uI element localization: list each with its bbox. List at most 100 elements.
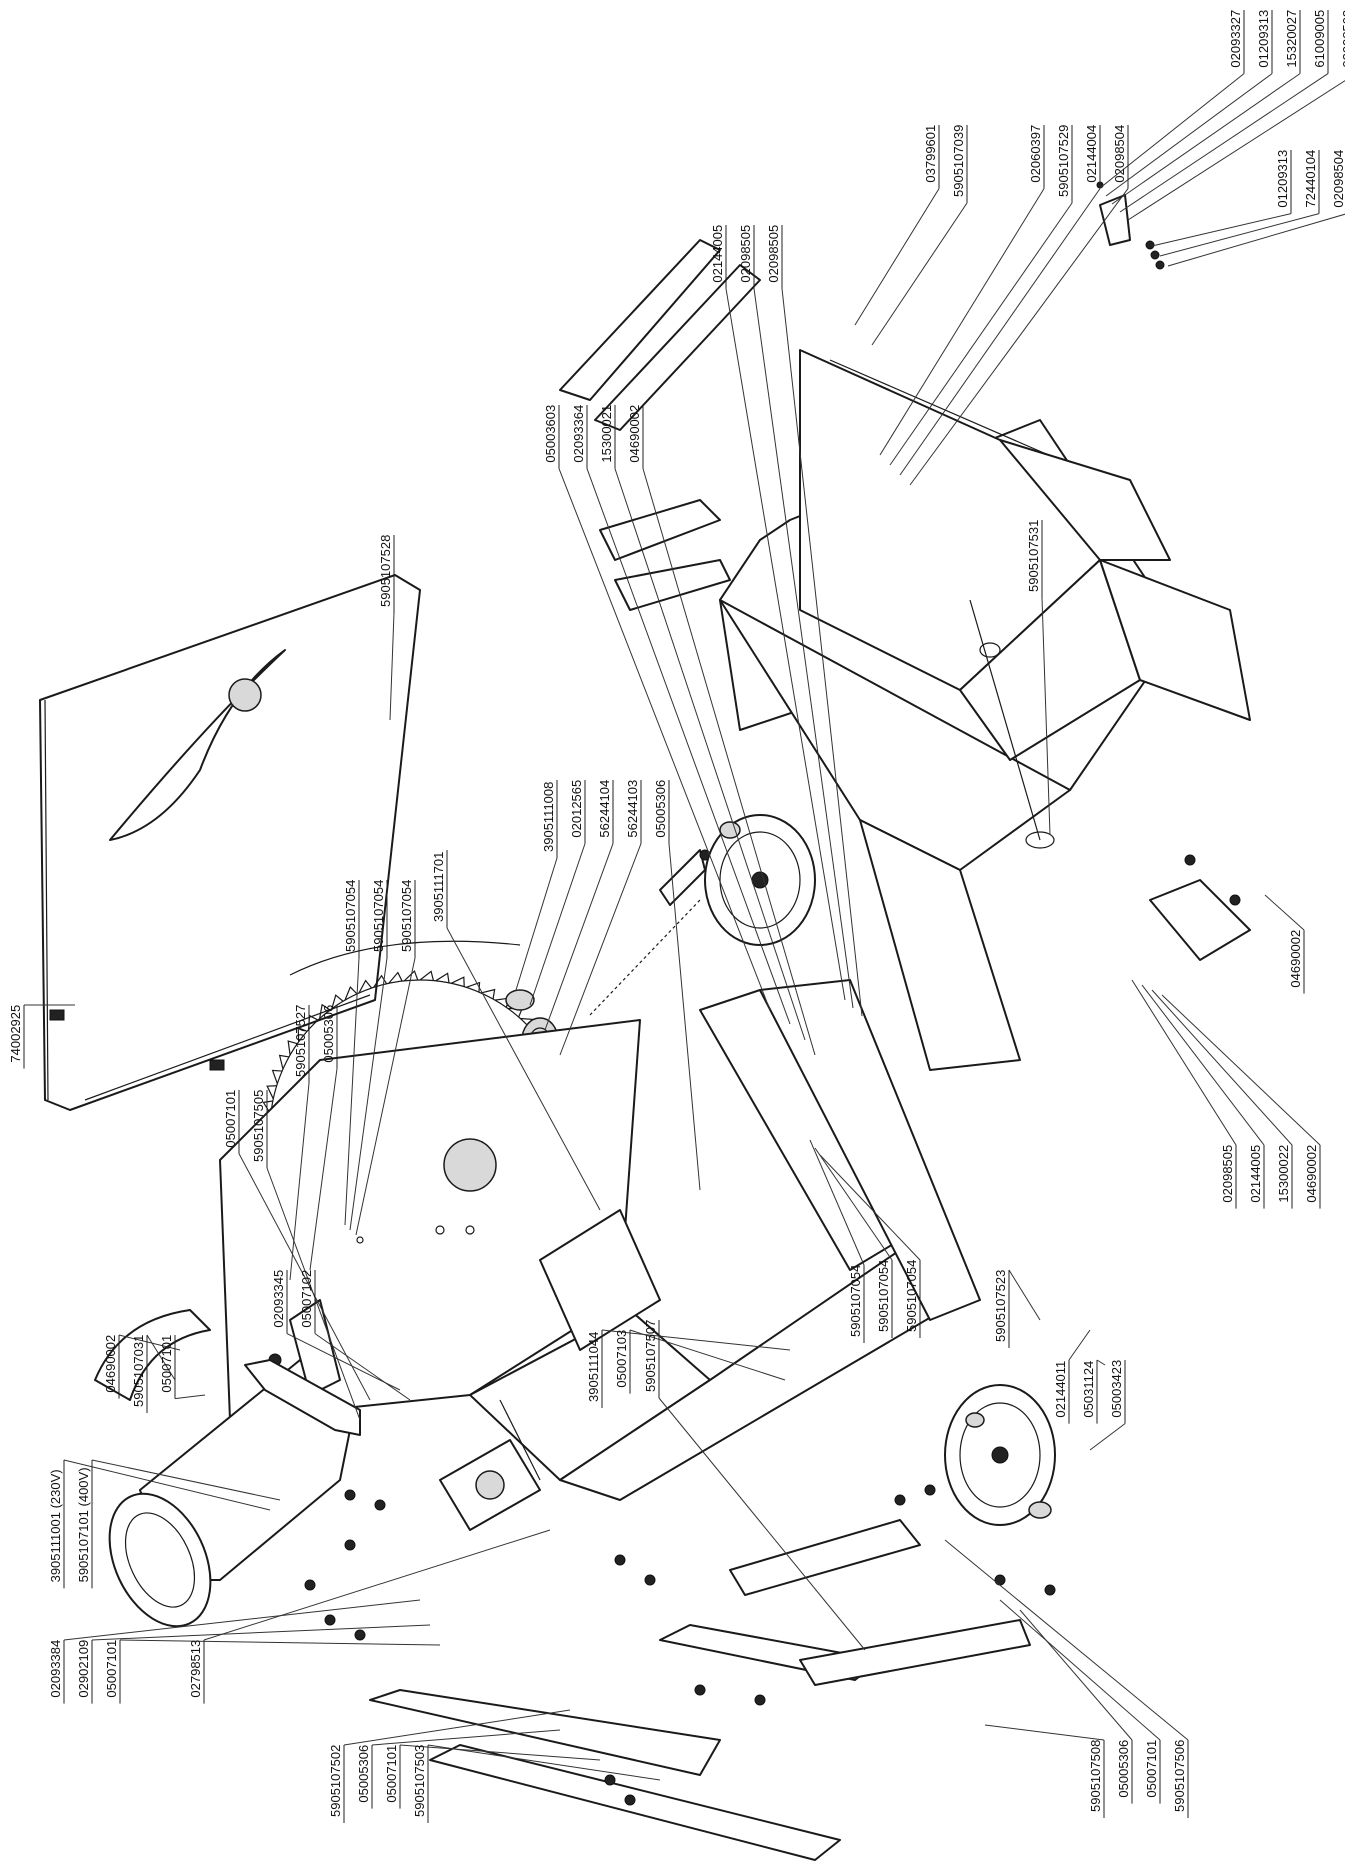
leader-line — [879, 188, 1045, 456]
part-label-l39: 04690002 — [103, 1335, 118, 1393]
part-label-l7: 72440104 — [1303, 150, 1318, 208]
part-label-l65: 02144011 — [1053, 1361, 1068, 1418]
leader-line — [586, 468, 791, 1025]
part-label-l37: 02093345 — [271, 1270, 286, 1328]
leader-line — [1068, 1329, 1091, 1361]
part-label-l26: 56244103 — [625, 780, 640, 838]
part-label-l22: 5905107528 — [378, 535, 393, 607]
part-label-l45: 02902109 — [76, 1640, 91, 1698]
blade-tooth — [358, 979, 372, 994]
part-label-l42: 3905111001 (230V) — [48, 1469, 63, 1582]
leader-line — [658, 1397, 866, 1651]
leader-line — [814, 1147, 893, 1261]
part-label-l71: 5905107506 — [1172, 1740, 1187, 1812]
blade-tooth — [271, 1069, 283, 1084]
leader-line — [344, 957, 360, 1226]
part-label-l56: 5905107054 — [876, 1260, 891, 1332]
switch-box — [439, 1439, 541, 1531]
part-label-l5: 02098503 — [1340, 10, 1345, 68]
part-label-l44: 02093384 — [48, 1640, 63, 1698]
leader-line — [289, 1082, 310, 1281]
part-label-l49: 05005306 — [356, 1745, 371, 1803]
part-label-l21: 04690002 — [627, 405, 642, 463]
blade-tooth — [319, 1003, 331, 1019]
part-label-l55: 5905107054 — [848, 1265, 863, 1337]
wheel-lower — [944, 1384, 1056, 1526]
fence-rails — [559, 239, 761, 611]
leader-line — [1159, 213, 1320, 257]
part-label-l53: 05007103 — [614, 1330, 629, 1388]
blade-tooth — [287, 1040, 298, 1056]
leader-line — [314, 1333, 411, 1401]
leader-line — [614, 468, 806, 1041]
leader-line — [1119, 73, 1329, 213]
part-label-l11: 02144004 — [1084, 125, 1099, 183]
blade-tooth — [466, 981, 481, 993]
leader-line — [1167, 213, 1345, 267]
leader-line — [725, 288, 846, 1001]
part-label-l16: 02098505 — [738, 225, 753, 283]
part-label-l38: 05007102 — [299, 1270, 314, 1328]
part-label-l70: 05007101 — [1144, 1740, 1159, 1798]
part-label-l68: 5905107508 — [1088, 1740, 1103, 1812]
wheel-upper — [704, 814, 816, 946]
part-label-l32: 74002925 — [8, 1005, 23, 1063]
leader-line — [309, 1068, 338, 1271]
part-label-l10: 5905107529 — [1056, 125, 1071, 197]
leader-line — [349, 957, 388, 1231]
leader-line — [1096, 1359, 1106, 1366]
part-label-l59: 04690002 — [1288, 930, 1303, 988]
leader-line — [1161, 994, 1321, 1146]
leader-line — [266, 1167, 361, 1421]
part-label-l12: 02098504 — [1112, 125, 1127, 183]
leader-line — [286, 1333, 401, 1391]
blade-tooth — [403, 970, 419, 982]
blade-tooth — [388, 971, 403, 984]
leader-line — [343, 1709, 571, 1746]
part-label-l8: 02098504 — [1331, 150, 1345, 208]
part-label-l50: 05007101 — [384, 1745, 399, 1803]
side-guard-plate — [39, 574, 421, 1111]
leader-line — [146, 1334, 176, 1381]
part-label-l34: 05005306 — [321, 1005, 336, 1063]
leader-line — [1111, 73, 1301, 205]
leader-line — [1105, 73, 1273, 197]
leader-line — [515, 857, 558, 991]
blade-tooth — [278, 1054, 290, 1070]
part-label-l24: 02012565 — [569, 780, 584, 838]
part-label-l60: 02098505 — [1220, 1145, 1235, 1203]
leader-line — [984, 1724, 1105, 1741]
leader-line — [1099, 73, 1245, 189]
part-label-l13: 03799601 — [923, 125, 938, 183]
part-label-l27: 05005306 — [653, 780, 668, 838]
part-label-l62: 15300022 — [1276, 1145, 1291, 1203]
part-label-l28: 3905111701 — [431, 852, 446, 922]
leader-line — [1008, 1269, 1041, 1321]
leader-line — [1019, 1609, 1133, 1741]
part-label-l47: 02798513 — [188, 1640, 203, 1698]
leader-line — [999, 1599, 1161, 1741]
leader-line — [781, 288, 863, 1017]
leader-line — [642, 468, 816, 1056]
sliding-table — [719, 349, 1251, 1071]
leader-line — [1131, 979, 1237, 1146]
part-label-l3: 15320027 — [1284, 10, 1299, 68]
part-label-l69: 05005306 — [1116, 1740, 1131, 1798]
leader-line — [559, 843, 642, 1056]
leader-line — [1264, 894, 1305, 931]
part-label-l15: 02144005 — [710, 225, 725, 283]
part-label-l40: 5905107031 — [131, 1335, 146, 1407]
part-label-l43: 5905107101 (400V) — [76, 1467, 91, 1582]
leader-line — [1151, 989, 1293, 1146]
part-label-l23: 3905111008 — [541, 782, 556, 852]
handle-bracket — [1096, 181, 1165, 270]
fasteners — [304, 854, 1241, 1806]
leader-line — [944, 1539, 1189, 1741]
part-label-l58: 5905107531 — [1026, 520, 1041, 592]
leader-line — [909, 188, 1129, 486]
leader-line — [629, 1329, 786, 1381]
part-label-l30: 5905107054 — [371, 880, 386, 952]
leader-line — [854, 188, 940, 326]
leg-front-left — [369, 1689, 721, 1776]
part-label-l33: 5905107527 — [293, 1005, 308, 1077]
